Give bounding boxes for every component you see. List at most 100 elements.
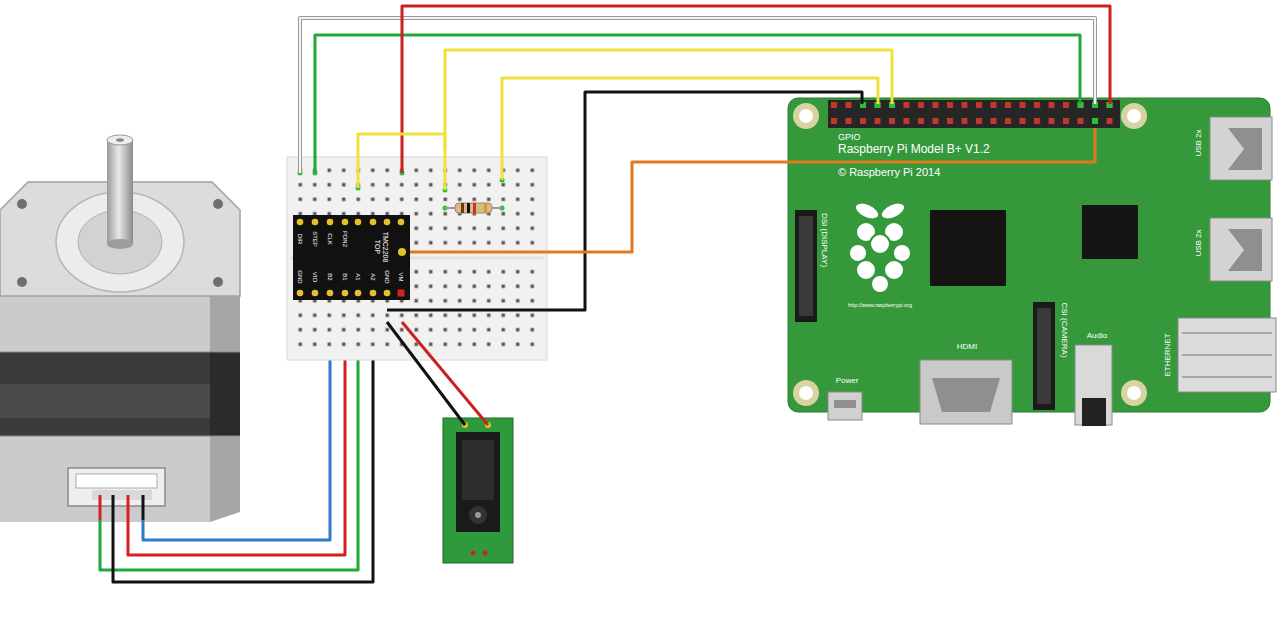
stepper-motor-part: [0, 384, 210, 418]
driver-module-part: [293, 215, 410, 300]
resistor-symbol-part: [461, 203, 464, 213]
motor-wires-part: [127, 495, 130, 520]
stepper-motor-part: [0, 352, 210, 436]
driver-module-part: [297, 290, 304, 297]
raspberry-pi-board-part: [1182, 332, 1272, 334]
raspberry-pi-board-part: [1082, 398, 1106, 426]
stepper-motor-part: [0, 436, 240, 437]
connector-label: ETHERNET: [1163, 333, 1172, 376]
raspberry-pi-board-part: [799, 109, 813, 123]
raspberry-pi-board-part: [795, 210, 817, 322]
connector-label: HDMI: [957, 342, 977, 351]
driver-module-part: [355, 219, 362, 226]
pin-label: CLK: [327, 233, 334, 245]
raspberry-pi-board-part: [799, 386, 813, 400]
jumper-wires-part: [300, 18, 1095, 173]
raspberry-pi-board-part: [1182, 354, 1272, 356]
stepper-motor-part: [68, 468, 165, 506]
stepper-motor-part: [17, 277, 27, 287]
pin-label: DIR: [297, 234, 304, 244]
breadboard-part: [287, 157, 547, 360]
jumper-wires-part: [402, 6, 1110, 173]
power-jack-part: [475, 512, 481, 518]
raspberry-pi-board-part: [793, 103, 819, 129]
stepper-motor-part: [210, 436, 240, 522]
stepper-motor-part: [107, 140, 133, 244]
stepper-motor-part: [0, 436, 210, 522]
stepper-motor-part: [210, 290, 240, 352]
copyright-note: © Raspberry Pi 2014: [838, 166, 940, 179]
pin-label: VM: [398, 273, 405, 282]
stepper-motor-part: [213, 199, 223, 209]
raspberry-logo-part: [852, 199, 881, 223]
jumper-wires-part: [300, 18, 1095, 173]
driver-module-part: [327, 219, 334, 226]
power-jack-part: [456, 432, 500, 532]
raspberry-pi-board-part: [1037, 308, 1051, 404]
motor-wires: [100, 338, 373, 582]
raspberry-logo: [849, 199, 911, 293]
driver-module-part: [355, 290, 362, 297]
board-title: Raspberry Pi Model B+ V1.2: [838, 143, 990, 157]
pin-label: STEP: [312, 231, 319, 247]
stepper-motor-part: [210, 352, 240, 436]
motor-wires-part: [142, 495, 145, 520]
driver-module: [293, 215, 410, 300]
power-jack-part: [469, 506, 487, 524]
jumper-wires-part: [445, 50, 892, 190]
pin-label: GND: [384, 270, 391, 283]
power-jack-part: [443, 418, 513, 563]
breadboard-part: [293, 322, 543, 352]
breadboard-part: [293, 163, 543, 192]
raspberry-pi-board-part: [1082, 205, 1138, 259]
jumper-wires-part: [387, 92, 862, 310]
driver-module-part: [398, 248, 406, 256]
raspberry-pi-board-part: [831, 102, 1121, 126]
stepper-motor: [0, 135, 240, 522]
raspberry-pi-board-part: [930, 210, 1006, 286]
resistor-symbol-part: [473, 203, 476, 213]
pin-label: A2: [370, 273, 377, 280]
connector-label: Power: [836, 376, 859, 385]
raspberry-pi-board-part: [1121, 103, 1147, 129]
raspberry-pi-board-part: [1127, 109, 1141, 123]
pin-label: B2: [327, 273, 334, 280]
raspberry-logo-part: [870, 234, 890, 254]
driver-module-part: [312, 290, 319, 297]
stepper-motor-part: [0, 296, 210, 352]
stepper-motor-part: [17, 199, 27, 209]
driver-module-part: [312, 219, 319, 226]
driver-module-part: [384, 290, 391, 297]
pin-label: PDN2: [342, 231, 349, 247]
gpio-header: GPIO: [828, 100, 1120, 128]
raspberry-pi-board-part: [1127, 386, 1141, 400]
driver-module-part: [398, 290, 405, 297]
stepper-motor-part: [213, 277, 223, 287]
pin-label: VIO: [312, 272, 319, 282]
raspberry-pi-board-part: [1121, 380, 1147, 406]
resistor-symbol-part: [467, 203, 470, 213]
raspberry-pi-board-part: [834, 400, 856, 408]
raspberry-pi-board-part: [932, 378, 1000, 412]
raspberry-pi-board-part: [828, 100, 1120, 128]
stepper-motor-part: [107, 239, 133, 249]
stepper-motor-part: [0, 352, 240, 353]
connector-label: USB 2x: [1194, 229, 1203, 256]
power-jack-part: [462, 440, 494, 500]
driver-module-part: [370, 219, 377, 226]
resistor-symbol: [445, 203, 502, 213]
breadboard: [287, 157, 547, 360]
pin-label: A1: [355, 273, 362, 280]
motor-wires-part: [112, 495, 115, 520]
motor-wires-part: [100, 338, 358, 570]
motor-wires-part: [128, 338, 345, 555]
connector-label: DSI (DISPLAY): [819, 213, 828, 267]
jumper-wires: [300, 6, 1110, 425]
raspberry-pi-board-part: [1182, 376, 1272, 378]
resistor-symbol-part: [484, 203, 487, 213]
motor-wires-part: [113, 338, 373, 582]
pin-label: GND: [297, 270, 304, 283]
stepper-motor-part: [76, 474, 157, 488]
